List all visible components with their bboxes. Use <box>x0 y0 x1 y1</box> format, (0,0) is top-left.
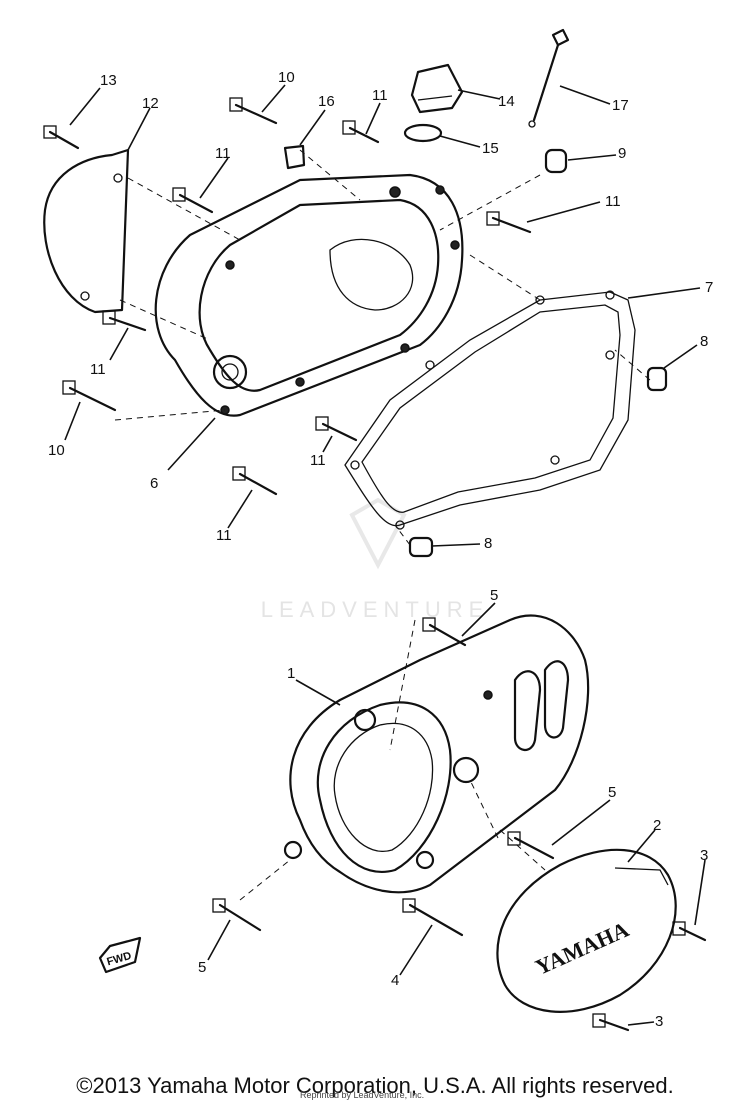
small-cover-12 <box>43 148 130 314</box>
callout-10b: 10 <box>48 442 65 459</box>
watermark-text: LEADVENTURE <box>261 597 490 622</box>
cover-logo-text: YAMAHA <box>531 916 632 979</box>
dowel-pin-8b <box>408 536 434 558</box>
callout-16: 16 <box>318 93 335 110</box>
copyright-notice: ©2013 Yamaha Motor Corporation, U.S.A. A… <box>76 1073 674 1098</box>
callout-11c: 11 <box>605 193 621 210</box>
callout-1: 1 <box>287 665 295 682</box>
callout-4: 4 <box>391 972 399 989</box>
callout-11a: 11 <box>372 87 388 104</box>
bolt-5a <box>422 617 467 647</box>
callout-17: 17 <box>612 97 629 114</box>
callout-11b: 11 <box>215 145 231 162</box>
callout-3a: 3 <box>700 847 708 864</box>
bolt-11d <box>102 310 147 332</box>
callout-5c: 5 <box>198 959 206 976</box>
callout-2: 2 <box>653 817 661 834</box>
dipstick-17 <box>528 28 570 128</box>
callout-14: 14 <box>498 93 515 110</box>
callout-5a: 5 <box>490 587 498 604</box>
callout-11e: 11 <box>310 452 326 469</box>
bolt-3b <box>592 1013 630 1032</box>
fwd-arrow: FWD <box>98 936 142 974</box>
bolt-3a <box>672 921 707 942</box>
bolt-11a <box>342 120 380 144</box>
crankcase-cover-6 <box>154 173 464 417</box>
alignment-lines-upper <box>114 149 651 546</box>
fwd-label: FWD <box>105 950 132 968</box>
bolt-5b <box>507 831 555 860</box>
plug-9 <box>544 148 568 174</box>
bolt-11e <box>315 416 358 442</box>
callout-12: 12 <box>142 95 159 112</box>
callout-6: 6 <box>150 475 158 492</box>
bolt-10a <box>229 97 278 125</box>
bolt-5c <box>212 898 262 932</box>
reprint-note: Reprinted by LeadVenture, Inc. <box>300 1090 425 1100</box>
callout-labels: 13 12 10 16 11 14 17 15 9 11 11 7 8 11 1… <box>48 69 713 1030</box>
callout-9: 9 <box>618 145 626 162</box>
dowel-pin-8a <box>646 366 668 392</box>
gasket-7 <box>344 290 636 530</box>
o-ring-15 <box>403 123 443 143</box>
callout-13: 13 <box>100 72 117 89</box>
callout-15: 15 <box>482 140 499 157</box>
bolt-11f <box>232 466 278 496</box>
bolt-11c <box>486 211 532 234</box>
engine-cover-1 <box>283 614 590 894</box>
callout-7: 7 <box>705 279 713 296</box>
alignment-lines-lower <box>239 619 546 901</box>
bolt-10b <box>62 380 117 412</box>
generator-cover-2: YAMAHA <box>496 848 677 1013</box>
callout-8a: 8 <box>700 333 708 350</box>
bolt-13 <box>43 125 80 150</box>
callout-5b: 5 <box>608 784 616 801</box>
callout-8b: 8 <box>484 535 492 552</box>
bolt-4 <box>402 898 464 937</box>
callout-11d: 11 <box>90 361 106 378</box>
bolt-11b <box>172 187 214 214</box>
oil-filler-cap-14 <box>410 63 464 114</box>
grommet-16 <box>283 144 306 170</box>
callout-3b: 3 <box>655 1013 663 1030</box>
callout-10a: 10 <box>278 69 295 86</box>
watermark: LEADVENTURE <box>261 497 490 622</box>
callout-11f: 11 <box>216 527 232 544</box>
